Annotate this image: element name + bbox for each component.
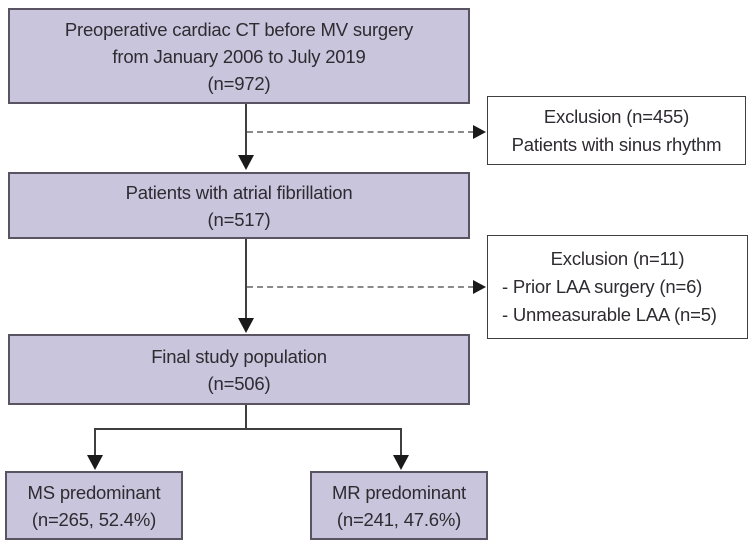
exclusion-sinus-box: Exclusion (n=455) Patients with sinus rh… [487, 96, 746, 165]
branch-right-line [400, 428, 402, 456]
connector-preop-to-afib [245, 104, 247, 157]
preoperative-ct-line2: from January 2006 to July 2019 [112, 45, 366, 67]
ms-predominant-count: (n=265, 52.4%) [31, 508, 157, 530]
mr-predominant-count: (n=241, 47.6%) [336, 508, 462, 530]
branch-left-line [94, 428, 96, 456]
final-population-count: (n=506) [207, 372, 271, 394]
arrow-down-icon [238, 318, 254, 333]
exclusion-laa-title: Exclusion (n=11) [550, 248, 685, 269]
mr-predominant-label: MR predominant [332, 481, 466, 503]
preoperative-ct-box: Preoperative cardiac CT before MV surger… [8, 8, 470, 104]
atrial-fibrillation-line1: Patients with atrial fibrillation [125, 181, 353, 203]
branch-horizontal-line [94, 428, 402, 430]
mr-predominant-box: MR predominant (n=241, 47.6%) [310, 471, 488, 540]
arrow-down-icon [393, 455, 409, 470]
atrial-fibrillation-box: Patients with atrial fibrillation (n=517… [8, 172, 470, 239]
exclusion-sinus-title: Exclusion (n=455) [543, 105, 690, 127]
connector-final-stem [245, 405, 247, 430]
arrow-down-icon [87, 455, 103, 470]
dashed-connector-exclusion-laa [247, 286, 474, 288]
final-population-line1: Final study population [151, 345, 327, 367]
final-population-box: Final study population (n=506) [8, 334, 470, 405]
dashed-connector-exclusion-sinus [247, 131, 474, 133]
ms-predominant-box: MS predominant (n=265, 52.4%) [5, 471, 183, 540]
arrow-down-icon [238, 155, 254, 170]
atrial-fibrillation-count: (n=517) [207, 208, 271, 230]
arrow-right-icon [473, 280, 486, 294]
exclusion-laa-item-prior-surgery: - Prior LAA surgery (n=6) [502, 276, 703, 297]
preoperative-ct-line1: Preoperative cardiac CT before MV surger… [64, 18, 414, 40]
arrow-right-icon [473, 125, 486, 139]
exclusion-laa-box: Exclusion (n=11) - Prior LAA surgery (n=… [487, 235, 748, 339]
exclusion-sinus-detail: Patients with sinus rhythm [511, 133, 722, 155]
ms-predominant-label: MS predominant [27, 481, 161, 503]
preoperative-ct-count: (n=972) [207, 72, 271, 94]
exclusion-laa-item-unmeasurable: - Unmeasurable LAA (n=5) [502, 304, 717, 325]
connector-afib-to-final [245, 239, 247, 319]
